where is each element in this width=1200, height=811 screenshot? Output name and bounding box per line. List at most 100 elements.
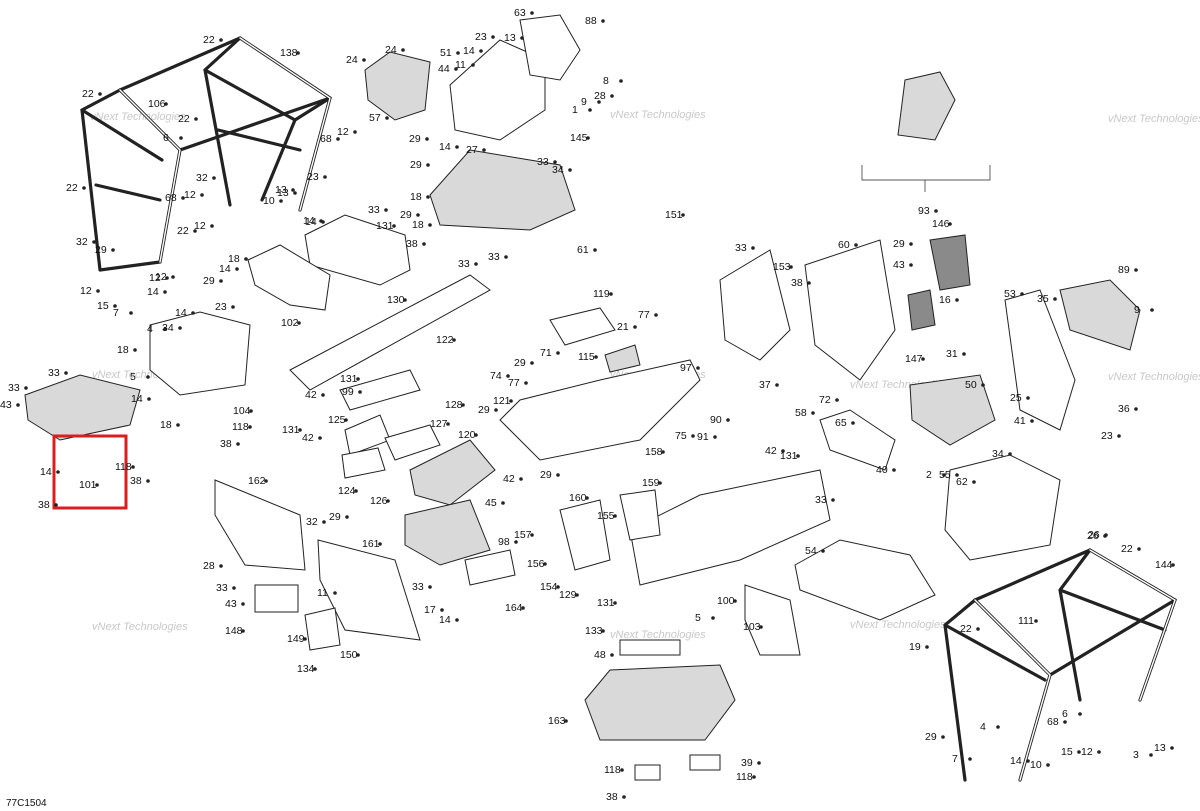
callout-37: 37 (759, 379, 771, 391)
callout-33: 33 (216, 582, 228, 594)
fastener-marker (519, 477, 523, 481)
fastener-marker (585, 496, 589, 500)
callout-38: 38 (220, 438, 232, 450)
callout-29: 29 (203, 275, 215, 287)
fastener-marker (1171, 563, 1175, 567)
callout-163: 163 (548, 715, 566, 727)
callout-15: 15 (97, 300, 109, 312)
fastener-marker (452, 338, 456, 342)
callout-122: 122 (436, 334, 454, 346)
callout-61: 61 (577, 244, 589, 256)
fastener-marker (194, 117, 198, 121)
callout-131: 131 (340, 373, 358, 385)
fastener-marker (16, 403, 20, 407)
fastener-marker (264, 479, 268, 483)
callout-31: 31 (946, 348, 958, 360)
fastener-marker (726, 418, 730, 422)
callout-91: 91 (697, 431, 709, 443)
callout-33: 33 (48, 367, 60, 379)
fastener-marker (807, 281, 811, 285)
bottom-parts (584, 639, 736, 781)
fastener-marker (426, 163, 430, 167)
fastener-marker (613, 514, 617, 518)
callout-9: 9 (581, 96, 587, 108)
callout-118: 118 (736, 771, 753, 783)
callout-34: 34 (992, 448, 1004, 460)
callout-131: 131 (780, 450, 798, 462)
fastener-marker (1008, 452, 1012, 456)
callout-12: 12 (184, 189, 196, 201)
watermarks: vNext Technologies vNext Technologies vN… (90, 109, 1200, 641)
fastener-marker (962, 352, 966, 356)
fastener-marker (1170, 746, 1174, 750)
watermark: vNext Technologies (1108, 113, 1200, 125)
callout-2: 2 (926, 469, 932, 481)
fastener-marker (344, 418, 348, 422)
fastener-marker (491, 35, 495, 39)
fastener-marker (422, 242, 426, 246)
callout-101: 101 (79, 479, 97, 491)
fastener-marker (241, 629, 245, 633)
fastener-marker (610, 94, 614, 98)
callout-33: 33 (412, 581, 424, 593)
callout-34: 34 (162, 322, 174, 334)
callout-26: 26 (1088, 529, 1100, 541)
fastener-marker (333, 591, 337, 595)
fastener-marker (1134, 407, 1138, 411)
fastener-marker (622, 795, 626, 799)
callout-40: 40 (876, 464, 888, 476)
callout-22: 22 (960, 623, 972, 635)
fastener-marker (530, 361, 534, 365)
callout-29: 29 (540, 469, 552, 481)
callout-25: 25 (1010, 392, 1022, 404)
fastener-marker (92, 240, 96, 244)
fastener-marker (236, 442, 240, 446)
fastener-marker (428, 223, 432, 227)
fastener-marker (146, 479, 150, 483)
fastener-marker (219, 38, 223, 42)
fastener-marker (171, 275, 175, 279)
roll-cage-left (80, 36, 332, 272)
callout-33: 33 (8, 382, 20, 394)
fastener-marker (129, 311, 133, 315)
fastener-marker (354, 489, 358, 493)
fastener-marker (661, 450, 665, 454)
callout-24: 24 (346, 54, 358, 66)
fastener-marker (942, 473, 946, 477)
callout-75: 75 (675, 430, 687, 442)
callout-100: 100 (717, 595, 735, 607)
fastener-marker (403, 298, 407, 302)
fastener-marker (416, 213, 420, 217)
callout-50: 50 (965, 379, 977, 391)
callout-93: 93 (918, 205, 930, 217)
fastener-marker (1034, 619, 1038, 623)
callout-134: 134 (297, 663, 315, 675)
fastener-marker (64, 371, 68, 375)
top-center-parts (304, 14, 991, 286)
fastener-marker (248, 425, 252, 429)
callout-57: 57 (369, 112, 381, 124)
watermark: vNext Technologies (92, 621, 188, 633)
callout-148: 148 (225, 625, 243, 637)
callout-33: 33 (368, 204, 380, 216)
fastener-marker (553, 160, 557, 164)
callout-77: 77 (638, 309, 650, 321)
fastener-marker (474, 433, 478, 437)
callout-90: 90 (710, 414, 722, 426)
fastener-marker (181, 196, 185, 200)
fastener-marker (1137, 547, 1141, 551)
callout-42: 42 (765, 445, 777, 457)
callout-118: 118 (115, 461, 132, 473)
callout-138: 138 (280, 47, 298, 59)
callout-63: 63 (514, 7, 526, 19)
fastener-marker (1053, 297, 1057, 301)
callout-32: 32 (76, 236, 88, 248)
callout-38: 38 (130, 475, 142, 487)
callout-14: 14 (1010, 755, 1022, 767)
callout-124: 124 (338, 485, 356, 497)
callout-29: 29 (925, 731, 937, 743)
callout-38: 38 (38, 499, 50, 511)
fastener-marker (1046, 763, 1050, 767)
callout-18: 18 (117, 344, 129, 356)
